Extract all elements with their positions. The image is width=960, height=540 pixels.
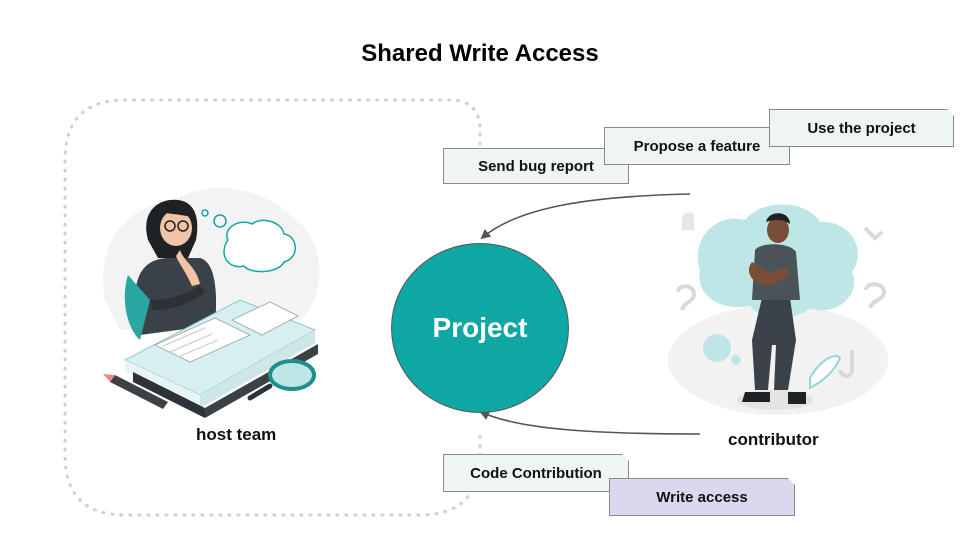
arrow-top	[480, 193, 691, 240]
note-use-project: Use the project	[769, 109, 954, 147]
project-node: Project	[391, 243, 569, 413]
host-team-label: host team	[196, 425, 277, 444]
contributor-label: contributor	[728, 430, 819, 449]
diagram-title: Shared Write Access	[361, 40, 599, 67]
note-code-contribution: Code Contribution	[443, 454, 629, 492]
pencil-icon	[103, 374, 168, 409]
host-boundary	[63, 98, 482, 517]
magnifier-icon	[247, 359, 316, 401]
note-send-bug-report: Send bug report	[443, 148, 629, 184]
note-propose-feature: Propose a feature	[604, 127, 790, 165]
note-write-access: Write access	[609, 478, 795, 516]
arrow-bottom	[479, 410, 701, 435]
thinking-man-illustration	[668, 204, 888, 415]
